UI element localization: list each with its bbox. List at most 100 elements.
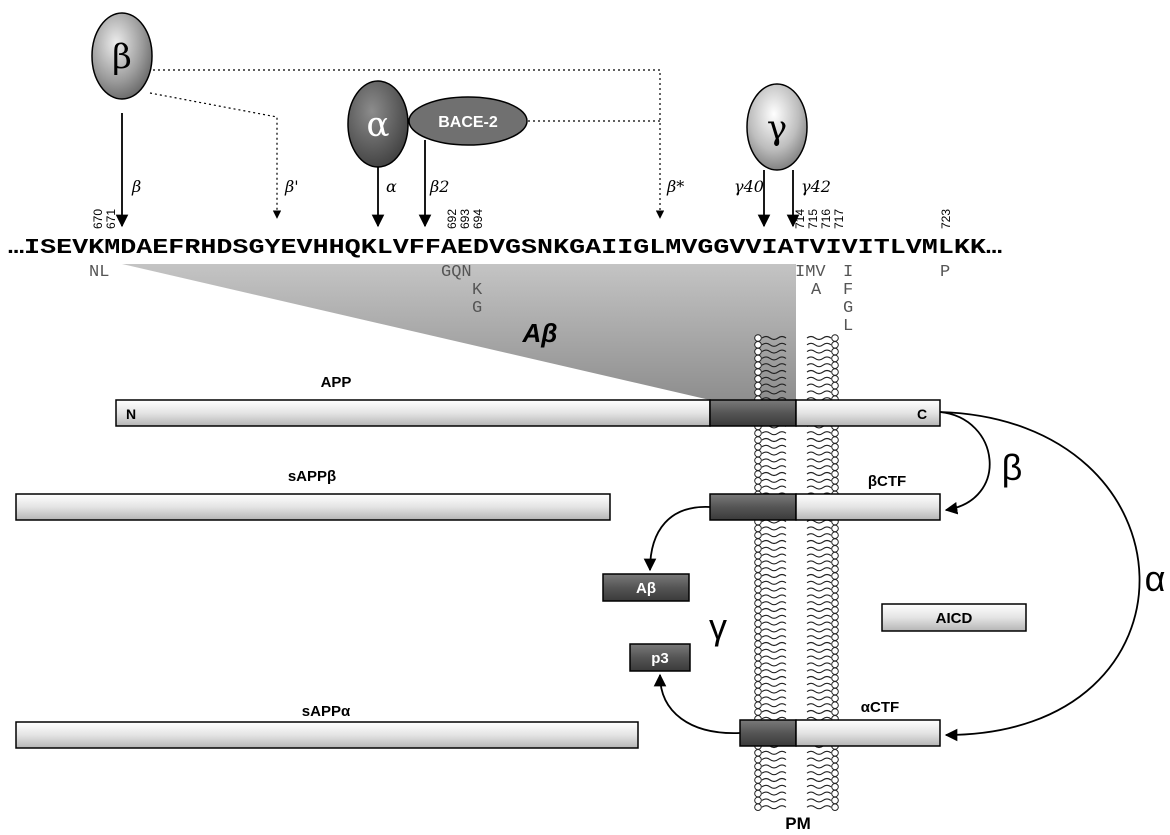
abeta-region-label: Aβ: [522, 318, 558, 348]
lipid-head: [755, 348, 762, 355]
lipid-head: [832, 362, 839, 369]
sapp-beta-label: sAPPβ: [288, 468, 336, 485]
lipid-head: [755, 437, 762, 444]
lipid-head: [832, 593, 839, 600]
lipid-head: [755, 682, 762, 689]
mutation-723: P: [940, 263, 950, 282]
app-bar-left: [116, 400, 710, 426]
lipid-head: [832, 682, 839, 689]
mutation-717-g: G: [843, 299, 853, 318]
app-n-terminus: N: [126, 406, 136, 422]
abeta-wedge: [122, 264, 796, 400]
position-693: 693: [458, 209, 472, 229]
mutation-692-694: GQN: [441, 263, 472, 282]
lipid-head: [832, 600, 839, 607]
sapp-beta-bar: [16, 494, 610, 520]
position-692: 692: [445, 209, 459, 229]
beta-star-connector: [153, 70, 660, 218]
lipid-head: [755, 790, 762, 797]
alpha-ctf-bar: [796, 720, 940, 746]
lipid-head: [755, 620, 762, 627]
position-716: 716: [819, 209, 833, 229]
lipid-head: [832, 580, 839, 587]
lipid-head: [832, 763, 839, 770]
lipid-head: [755, 756, 762, 763]
lipid-head: [832, 389, 839, 396]
lipid-head: [755, 376, 762, 383]
lipid-head: [755, 675, 762, 682]
lipid-head: [755, 335, 762, 342]
abeta-fragment-label: Aβ: [636, 580, 656, 597]
lipid-head: [755, 661, 762, 668]
lipid-head: [832, 559, 839, 566]
lipid-head: [832, 546, 839, 553]
lipid-head: [755, 382, 762, 389]
lipid-head: [755, 342, 762, 349]
position-717: 717: [832, 209, 846, 229]
beta-secretase-label: β: [112, 37, 132, 77]
lipid-head: [832, 532, 839, 539]
aicd-label: AICD: [936, 610, 973, 627]
lipid-head: [832, 661, 839, 668]
lipid-head: [755, 709, 762, 716]
lipid-head: [755, 668, 762, 675]
lipid-head: [832, 376, 839, 383]
lipid-head: [755, 532, 762, 539]
beta-processing-arrow: [940, 412, 990, 510]
alpha-processing-arrow: [940, 412, 1140, 735]
lipid-head: [832, 450, 839, 457]
lipid-head: [755, 770, 762, 777]
lipid-head: [755, 586, 762, 593]
lipid-head: [832, 348, 839, 355]
lipid-head: [832, 573, 839, 580]
mutation-694-k: K: [472, 281, 483, 300]
lipid-head: [755, 369, 762, 376]
cleavage-label-beta-star: β*: [666, 177, 684, 196]
position-671: 671: [104, 209, 118, 229]
lipid-head: [755, 654, 762, 661]
lipid-head: [832, 627, 839, 634]
alpha-ctf-label: αCTF: [861, 699, 899, 716]
lipid-head: [755, 444, 762, 451]
lipid-head: [832, 688, 839, 695]
pathway-label-alpha: α: [1145, 558, 1166, 599]
lipid-head: [832, 484, 839, 491]
lipid-head: [832, 586, 839, 593]
lipid-head: [832, 478, 839, 485]
lipid-head: [832, 770, 839, 777]
lipid-head: [832, 702, 839, 709]
lipid-head: [832, 566, 839, 573]
sapp-alpha-bar: [16, 722, 638, 748]
sequence-prefix: …ISEVKM: [8, 236, 120, 260]
lipid-head: [755, 797, 762, 804]
lipid-head: [832, 620, 839, 627]
lipid-head: [755, 484, 762, 491]
lipid-head: [755, 777, 762, 784]
lipid-head: [832, 335, 839, 342]
lipid-head: [755, 478, 762, 485]
gamma-p3-arrow: [660, 675, 740, 733]
lipid-head: [755, 702, 762, 709]
lipid-head: [755, 648, 762, 655]
lipid-head: [832, 464, 839, 471]
mutation-715-a: A: [811, 281, 822, 300]
alpha-secretase-label: α: [367, 105, 390, 145]
mutation-670-671: NL: [89, 263, 109, 282]
sapp-alpha-label: sAPPα: [302, 703, 351, 720]
position-670: 670: [91, 209, 105, 229]
p3-fragment-label: p3: [651, 650, 669, 667]
pathway-label-beta: β: [1002, 447, 1023, 488]
gamma-secretase-label: γ: [767, 108, 787, 148]
lipid-head: [755, 634, 762, 641]
lipid-head: [755, 607, 762, 614]
lipid-head: [832, 750, 839, 757]
lipid-head: [832, 777, 839, 784]
lipid-head: [832, 790, 839, 797]
lipid-head: [832, 756, 839, 763]
cleavage-label-beta2: β2: [429, 177, 449, 196]
sequence-abeta: DAEFRHDSGYEVHHQKLVFFAEDVGSNKGAIIGLMVGGVV…: [120, 236, 793, 260]
cleavage-label-beta: β: [131, 177, 141, 196]
lipid-head: [832, 369, 839, 376]
app-abeta-segment: [710, 400, 796, 426]
